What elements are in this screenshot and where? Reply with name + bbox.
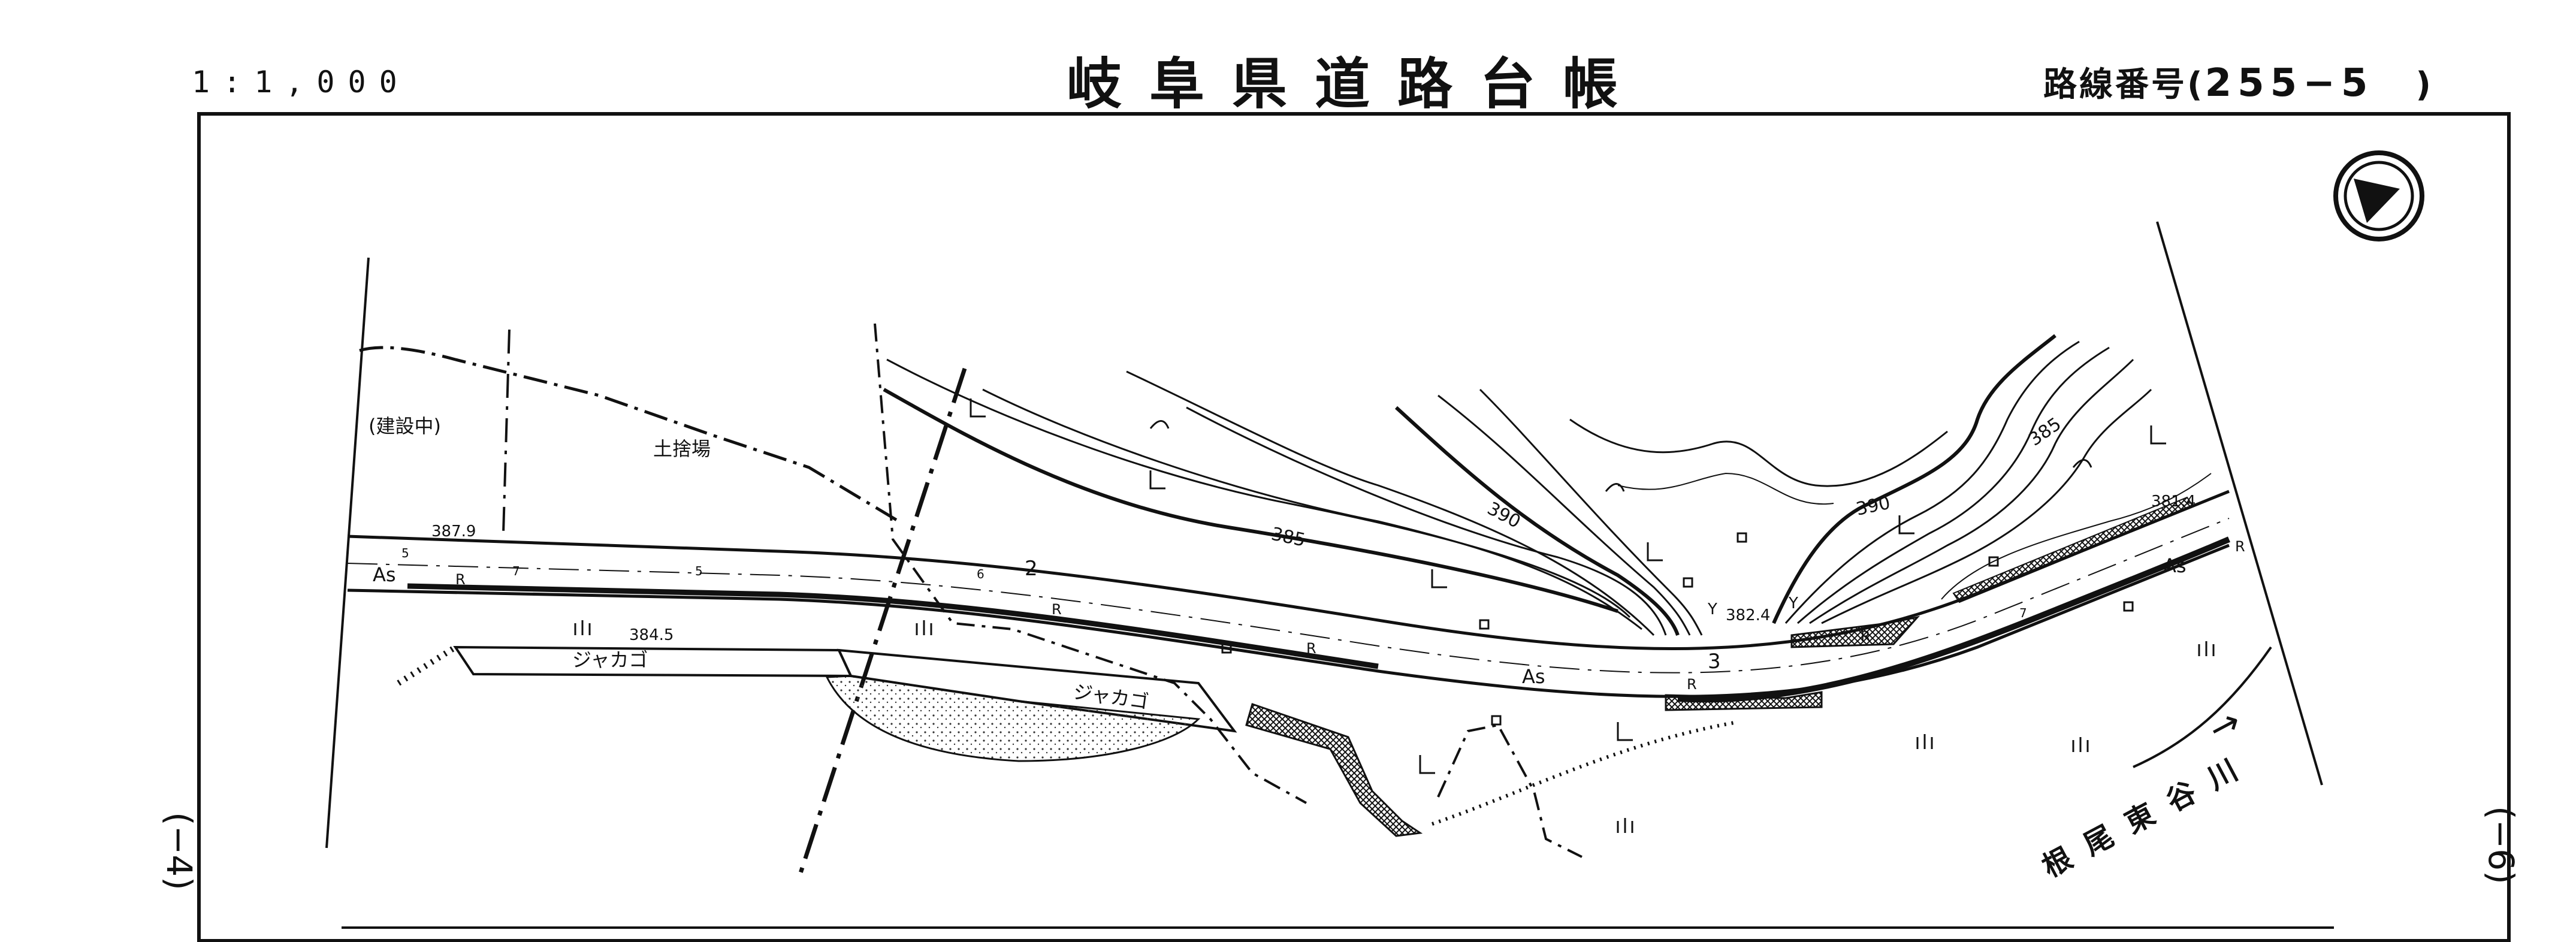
width-label-2: 7 xyxy=(512,564,520,578)
slope-ticks xyxy=(397,644,457,686)
page-title: 岐阜県道路台帳 xyxy=(1067,52,1646,116)
asphalt-label-2: As xyxy=(1522,665,1545,688)
boundary-line-vertical xyxy=(502,329,511,534)
utility-pole-icon xyxy=(1221,532,2134,726)
next-sheet-number: (−6) xyxy=(2481,806,2521,884)
contour-label-390b: 390 xyxy=(1854,493,1892,520)
boundary-line-triangle xyxy=(1437,723,1583,858)
under-construction-label: (建設中) xyxy=(369,415,441,437)
width-label-4: 6 xyxy=(977,567,985,581)
retaining-wall-lower xyxy=(1665,691,1823,711)
previous-sheet-number: (−4) xyxy=(159,812,200,890)
dump-site-label: 土捨場 xyxy=(653,437,711,460)
section-label-2: 2 xyxy=(1025,557,1038,581)
asphalt-label-3: As xyxy=(2163,554,2187,577)
map-scale: 1:1,000 xyxy=(192,65,410,99)
road-edge-label-6: R xyxy=(2235,538,2245,555)
width-label-1: 5 xyxy=(401,546,409,560)
road-edge-label-4: R xyxy=(1687,676,1697,693)
gabion-strip-1 xyxy=(453,645,853,678)
map-frame xyxy=(197,112,2511,942)
elevation-label-4: 381.4 xyxy=(2151,493,2196,511)
elevation-label-2: 384.5 xyxy=(629,626,674,644)
boundary-line-lower xyxy=(874,323,1307,804)
river-name-label: 根尾東谷川 xyxy=(2037,745,2259,884)
railway-line xyxy=(798,367,967,876)
river-bank-dotted xyxy=(1432,720,1738,826)
road-edge-label-2: R xyxy=(1052,601,1062,618)
match-line-right xyxy=(2156,221,2323,786)
route-close-paren: ) xyxy=(2415,65,2433,104)
gabion-label-1: ジャカゴ xyxy=(572,648,648,671)
riverbed-sand xyxy=(825,675,1201,762)
section-label-3: 3 xyxy=(1708,650,1721,674)
road-edge-label-1: R xyxy=(455,571,466,588)
boundary-line-upper xyxy=(359,346,900,523)
contour-lines xyxy=(883,334,2212,636)
route-number-block: 路線番号(255−5) xyxy=(2043,58,2433,106)
width-label-5: 7 xyxy=(2019,606,2027,620)
conifer-symbol-icon xyxy=(1149,420,2092,492)
match-line-left xyxy=(325,257,370,849)
contour-label-385a: 385 xyxy=(1269,524,1307,551)
contour-label-385b: 385 xyxy=(2025,413,2065,451)
river-bank xyxy=(2133,646,2272,768)
elevation-label-3: 382.4 xyxy=(1726,606,1770,624)
y-label-2: Y xyxy=(1788,594,1798,612)
asphalt-label-1: As xyxy=(373,563,396,586)
contour-label-390a: 390 xyxy=(1484,498,1524,533)
road-edge-label-5: R xyxy=(1861,628,1871,645)
gabion-embankment xyxy=(1245,703,1423,837)
road-edge-label-3: R xyxy=(1306,640,1316,657)
elevation-label-1: 387.9 xyxy=(431,523,476,541)
guardrail-upper xyxy=(1952,496,2194,603)
route-open-paren: ( xyxy=(2187,65,2205,104)
river-arrow: → xyxy=(2201,700,2248,751)
rice-field-symbol-icon xyxy=(574,620,2215,833)
route-number-label: 路線番号 xyxy=(2043,65,2187,104)
north-arrow-icon xyxy=(2333,150,2424,241)
route-number: 255−5 xyxy=(2204,61,2374,105)
palm-symbol-icon xyxy=(970,398,2166,774)
width-label-3: 5 xyxy=(695,564,703,578)
y-label-1: Y xyxy=(1707,600,1717,618)
retaining-wall-upper xyxy=(1790,615,1920,648)
